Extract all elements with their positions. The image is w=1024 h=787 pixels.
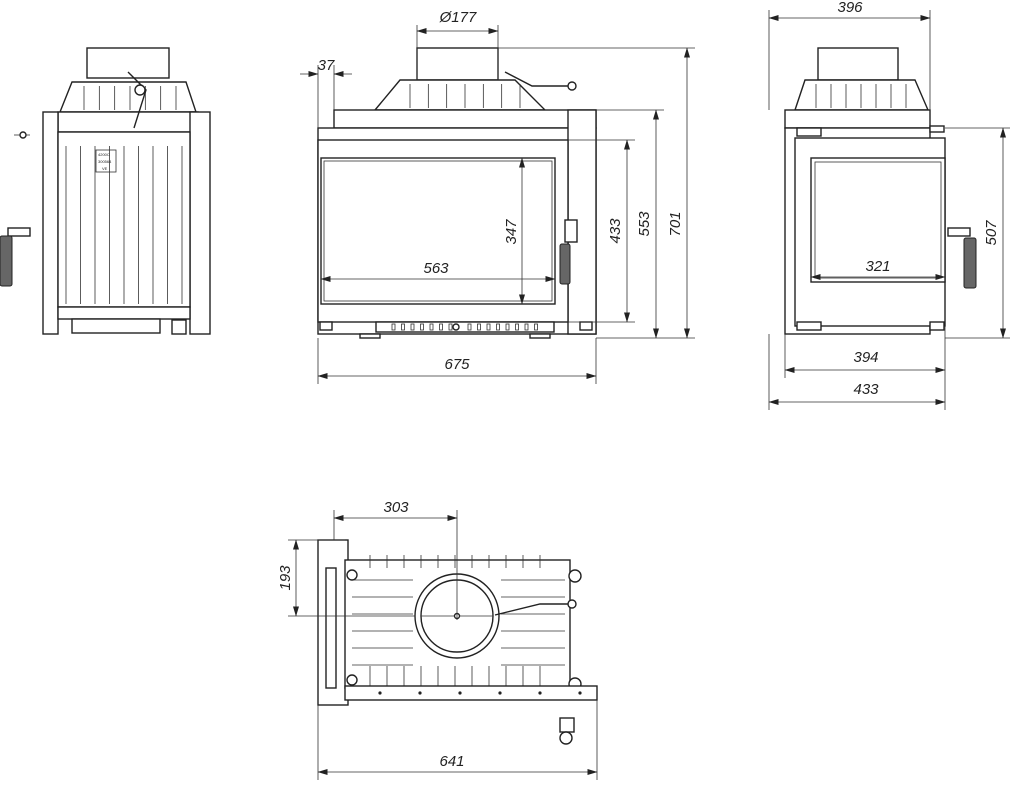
right-side-view [784, 47, 977, 335]
dim-front-width: 675 [444, 356, 470, 373]
front-view [317, 47, 597, 339]
vent-slot [505, 323, 510, 331]
vent-slot [477, 323, 481, 331]
dim-top-depth: 193 [277, 565, 294, 591]
dimension-lines [288, 10, 1010, 780]
bar-dot [418, 691, 422, 695]
bar-dot [458, 691, 462, 695]
plate-line-2: 300564 [98, 159, 112, 164]
vent-slot [524, 323, 529, 331]
vent-slots [391, 323, 538, 331]
vent-slot [448, 323, 453, 331]
left-side-view: 4200C 300564 VE [0, 47, 211, 335]
dim-inner-height: 347 [503, 219, 520, 245]
vent-slot [391, 323, 396, 331]
dim-side-inner: 321 [865, 258, 890, 275]
dome-ribs [409, 84, 521, 108]
vent-slot [486, 323, 491, 331]
dim-side-total: 433 [853, 381, 879, 398]
top-teeth [369, 555, 541, 686]
vent-slot [420, 323, 424, 331]
body-ribs [65, 146, 183, 304]
dim-side-height: 507 [983, 220, 1000, 246]
vent-slot [429, 323, 434, 331]
plate-line-1: 4200C [98, 152, 110, 157]
dimension-labels: Ø177 37 563 347 433 553 701 675 396 507 … [277, 0, 1000, 770]
vent-slot [410, 323, 415, 331]
dim-top-width: 641 [439, 753, 464, 770]
dome-ribs [815, 84, 907, 108]
top-view [317, 539, 598, 745]
dim-flue-diameter: Ø177 [439, 9, 477, 26]
bar-dot [538, 691, 542, 695]
dim-total-height: 701 [667, 211, 684, 236]
dim-top-offset: 303 [383, 499, 409, 516]
dim-side-depth-top: 396 [837, 0, 863, 16]
dim-side-frame: 394 [853, 349, 878, 366]
vent-slot [534, 323, 538, 331]
dim-frame-offset: 37 [318, 57, 335, 74]
dim-body-height: 553 [636, 211, 653, 237]
vent-slot [467, 323, 472, 331]
front-bar-dots [378, 691, 582, 695]
bar-dot [498, 691, 502, 695]
plate-line-3: VE [102, 166, 108, 171]
vent-slot [515, 323, 519, 331]
top-ribs [352, 579, 565, 666]
vent-slot [401, 323, 405, 331]
bar-dot [378, 691, 382, 695]
dim-door-height: 433 [607, 218, 624, 244]
dim-inner-width: 563 [423, 260, 449, 277]
vent-slot [496, 323, 500, 331]
bar-dot [578, 691, 582, 695]
vent-slot [439, 323, 443, 331]
